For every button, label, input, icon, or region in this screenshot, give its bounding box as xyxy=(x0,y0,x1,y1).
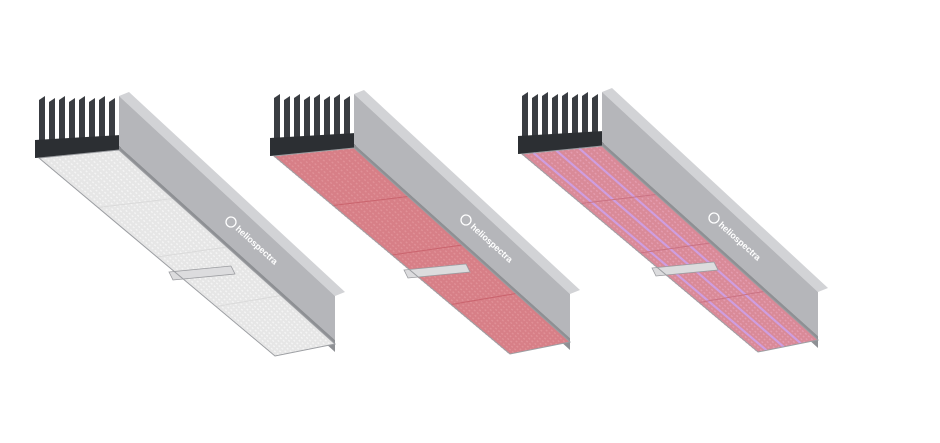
led-row xyxy=(330,149,554,346)
panel-divider xyxy=(580,194,657,204)
led-row xyxy=(342,148,562,345)
heatsink-fin xyxy=(542,92,548,148)
rail-side xyxy=(119,96,335,340)
panel-divider xyxy=(215,295,282,307)
led-row xyxy=(107,150,327,347)
panel-divider xyxy=(639,242,711,254)
panel-edge xyxy=(520,145,820,353)
led-row xyxy=(544,151,776,350)
heatsink xyxy=(35,96,121,158)
led-row xyxy=(590,146,810,343)
heatsink-fin xyxy=(522,92,528,148)
led-row xyxy=(61,155,293,354)
rail-side xyxy=(354,94,570,338)
led-grid xyxy=(273,148,567,355)
fixture-red-blue: heliospectra xyxy=(518,88,828,353)
heatsink-fin xyxy=(532,94,538,148)
logo-mark xyxy=(708,212,720,224)
panel-divider xyxy=(97,198,174,208)
logo-mark xyxy=(225,216,237,228)
led-row xyxy=(101,151,323,348)
fixture-white: heliospectra xyxy=(35,92,345,357)
panel-edge xyxy=(272,147,572,355)
heatsink-fin xyxy=(49,98,55,152)
mount-bracket xyxy=(403,263,471,279)
panel-divider xyxy=(450,293,517,305)
rail-top xyxy=(602,88,828,292)
mount-bracket xyxy=(651,261,719,277)
rail-top xyxy=(119,92,345,296)
logo-mark xyxy=(460,214,472,226)
panel-divider xyxy=(156,246,228,258)
panel-divider xyxy=(391,244,463,256)
led-row xyxy=(336,149,558,346)
led-row xyxy=(95,151,319,348)
heatsink-fin xyxy=(294,94,300,150)
heatsink-fin xyxy=(284,96,290,150)
panel-divider xyxy=(332,196,409,206)
panel-divider xyxy=(698,291,765,303)
fixture-red: heliospectra xyxy=(270,90,580,355)
led-row xyxy=(584,147,806,344)
heatsink-fin xyxy=(39,96,45,152)
heatsink-fin xyxy=(274,94,280,150)
led-grid xyxy=(38,150,332,357)
mount-bracket xyxy=(168,265,236,281)
rail-side xyxy=(602,92,818,336)
rail-top xyxy=(354,90,580,294)
heatsink-fin xyxy=(59,96,65,152)
panel-edge xyxy=(37,149,337,357)
led-row xyxy=(296,153,528,352)
